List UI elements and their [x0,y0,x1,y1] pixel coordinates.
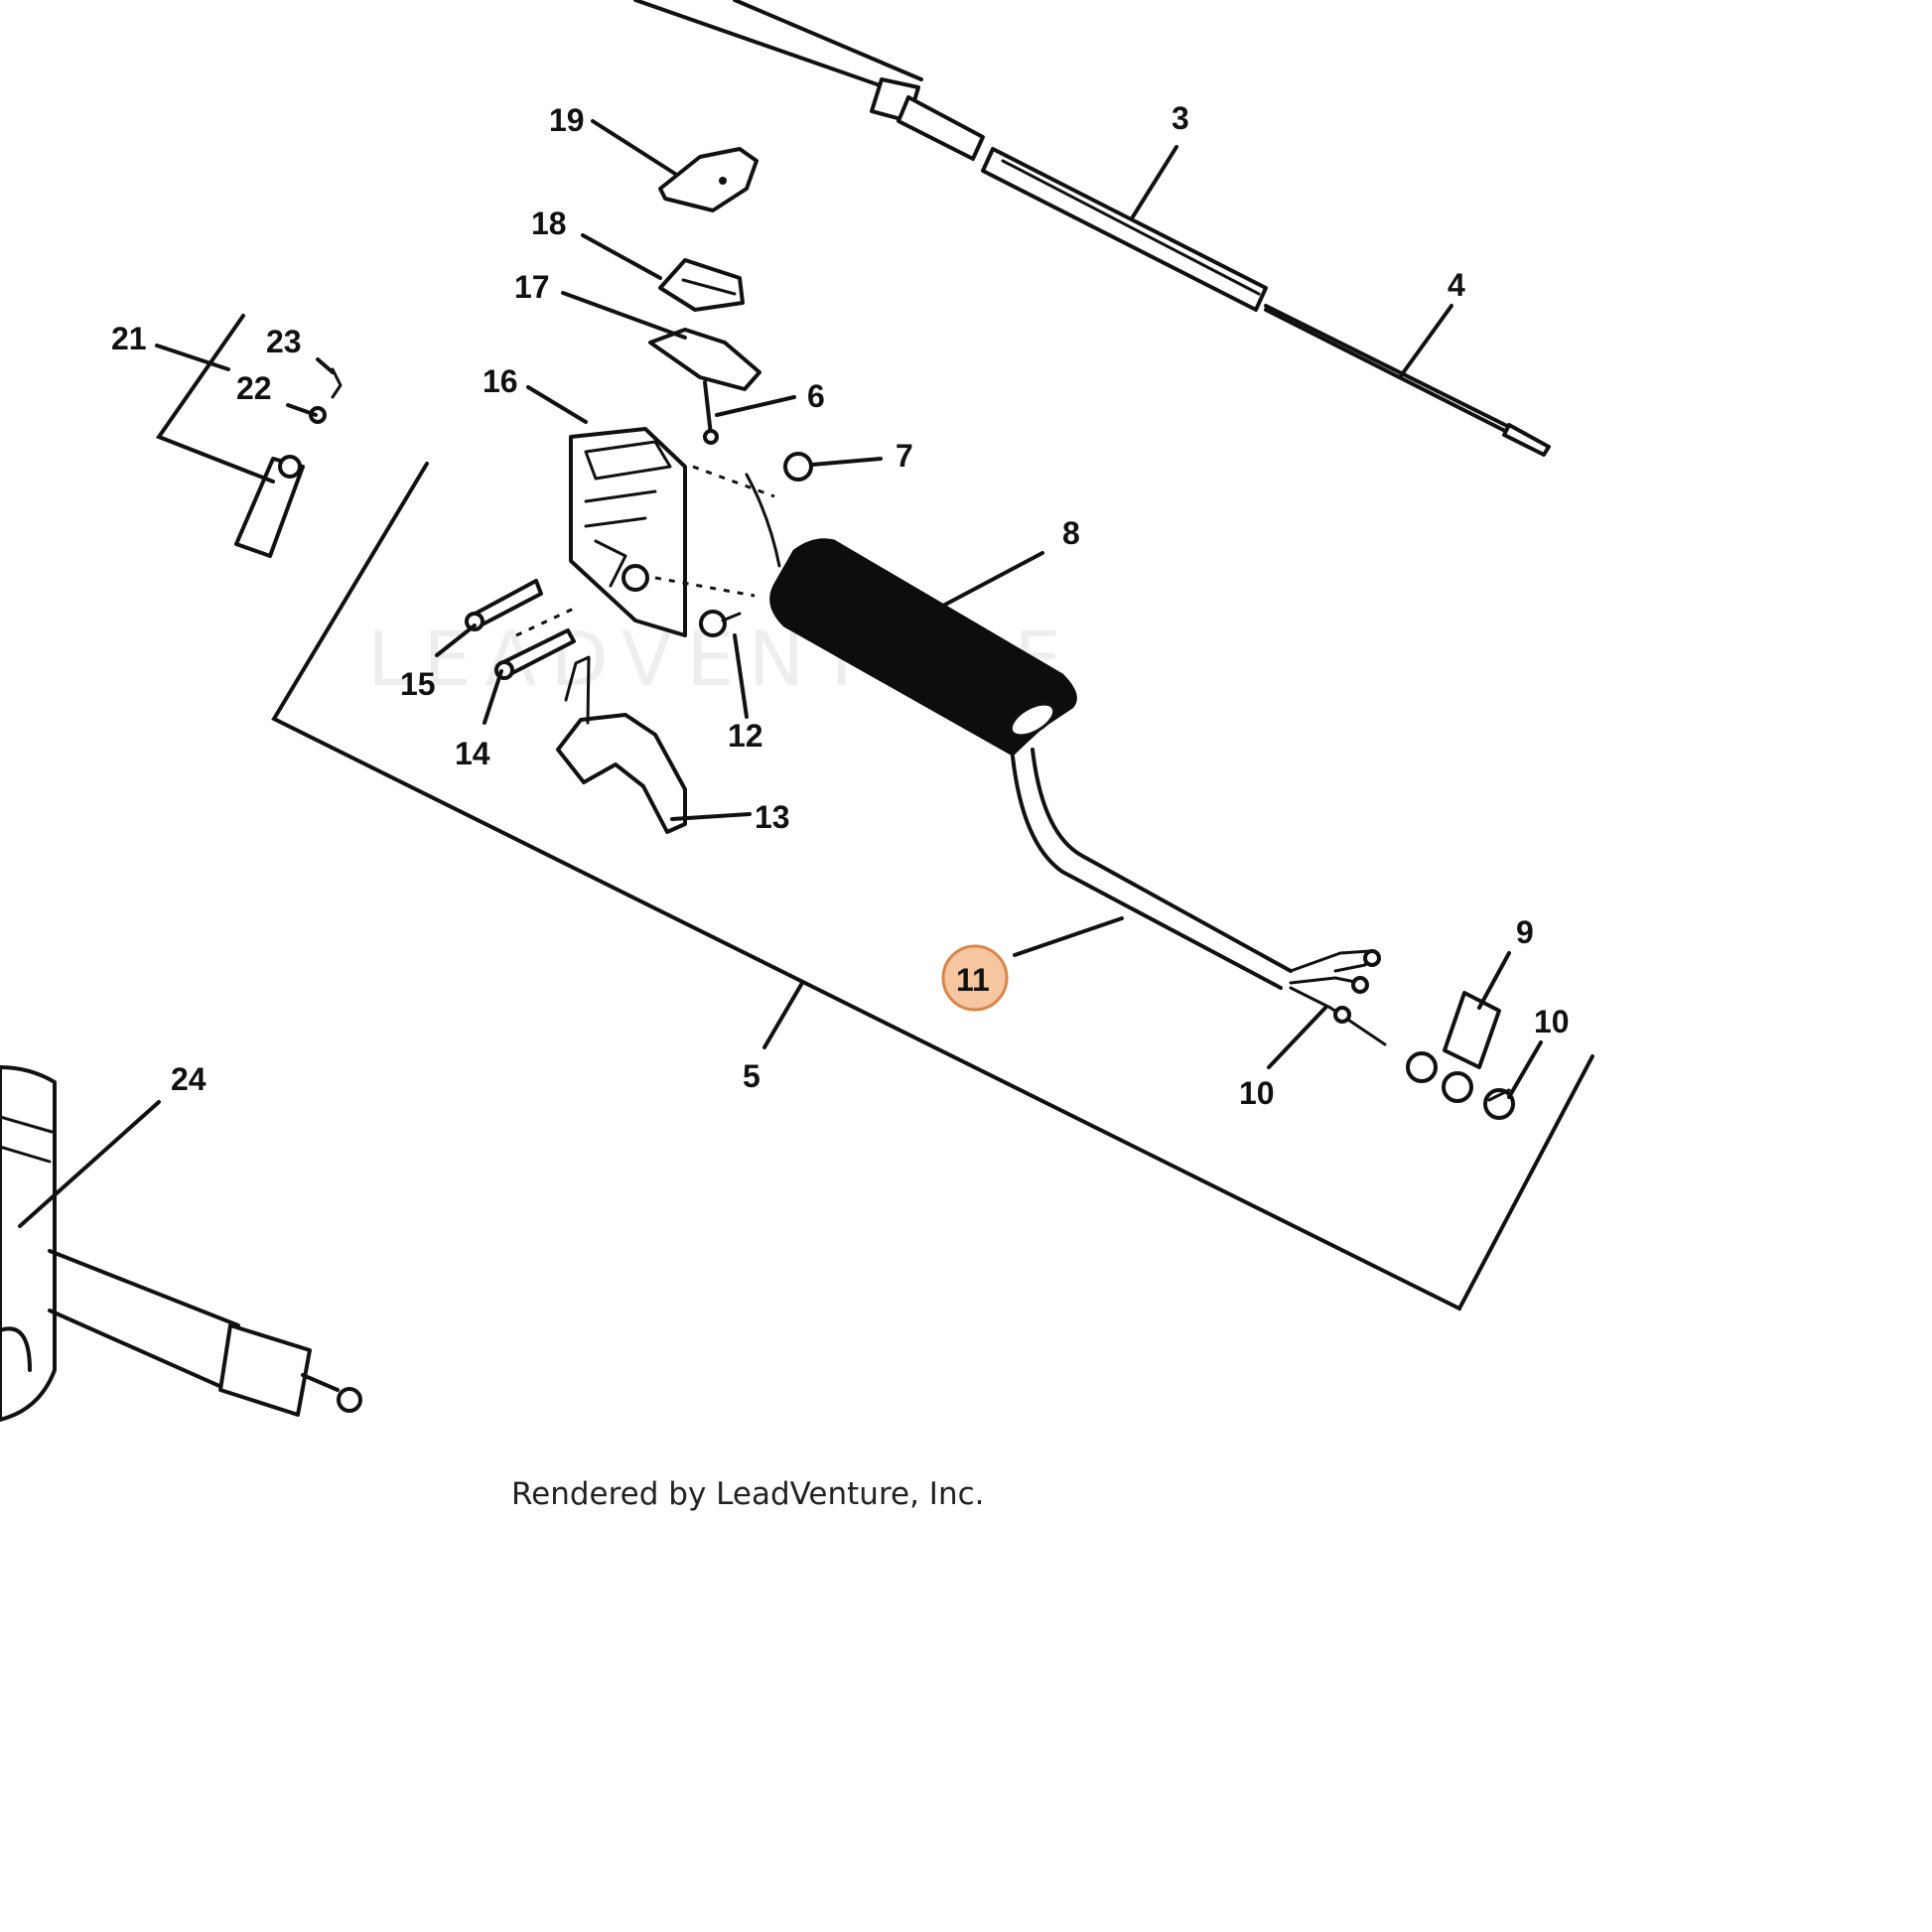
callout-10-left[interactable]: 10 [1239,1075,1275,1111]
part-wire-harness [1011,748,1387,1046]
part-throttle-wire [745,473,781,568]
credit-text: Rendered by LeadVenture, Inc. [511,1476,985,1512]
assembly-bracket [271,462,1594,1311]
align-line [515,606,577,637]
callout-18[interactable]: 18 [531,206,567,241]
callout-19[interactable]: 19 [549,102,585,138]
callout-3[interactable]: 3 [1172,100,1189,136]
callout-17[interactable]: 17 [514,269,550,305]
callout-23[interactable]: 23 [266,324,302,359]
callout-8[interactable]: 8 [1062,515,1080,551]
part-grip [769,538,1077,757]
part-nut-7 [783,452,813,482]
callout-5[interactable]: 5 [743,1058,760,1094]
callout-6[interactable]: 6 [807,378,825,414]
align-line [654,576,756,598]
callout-11[interactable]: 11 [956,962,990,998]
part-lugs [1406,1051,1515,1120]
callout-9[interactable]: 9 [1516,914,1534,950]
callout-16[interactable]: 16 [483,363,518,399]
part-shaft-tube [633,0,1551,457]
part-screw-6 [703,380,719,445]
part-engine [0,1065,362,1422]
leader-lines [18,119,1543,1228]
callout-22[interactable]: 22 [236,370,272,406]
callout-24[interactable]: 24 [171,1061,207,1097]
part-handle-housing [569,427,687,637]
callout-10-right[interactable]: 10 [1534,1004,1570,1039]
part-cover [658,147,759,212]
callout-13[interactable]: 13 [755,799,790,835]
callout-15[interactable]: 15 [400,666,436,702]
callout-labels: 19 3 18 17 4 21 23 22 16 6 7 8 15 14 12 … [111,100,1570,1111]
highlighted-callout-11[interactable]: 11 [941,944,1009,1012]
part-trigger [556,655,687,834]
align-line [692,465,775,498]
part-screw-14 [494,628,576,680]
part-plate [648,328,761,391]
part-screw-12 [699,610,742,637]
callout-4[interactable]: 4 [1448,267,1465,303]
callout-12[interactable]: 12 [728,718,763,754]
callout-21[interactable]: 21 [111,321,147,356]
callout-7[interactable]: 7 [896,438,913,474]
part-screw-15 [465,579,543,631]
callout-14[interactable]: 14 [455,736,490,771]
part-sleeve [1443,991,1501,1069]
